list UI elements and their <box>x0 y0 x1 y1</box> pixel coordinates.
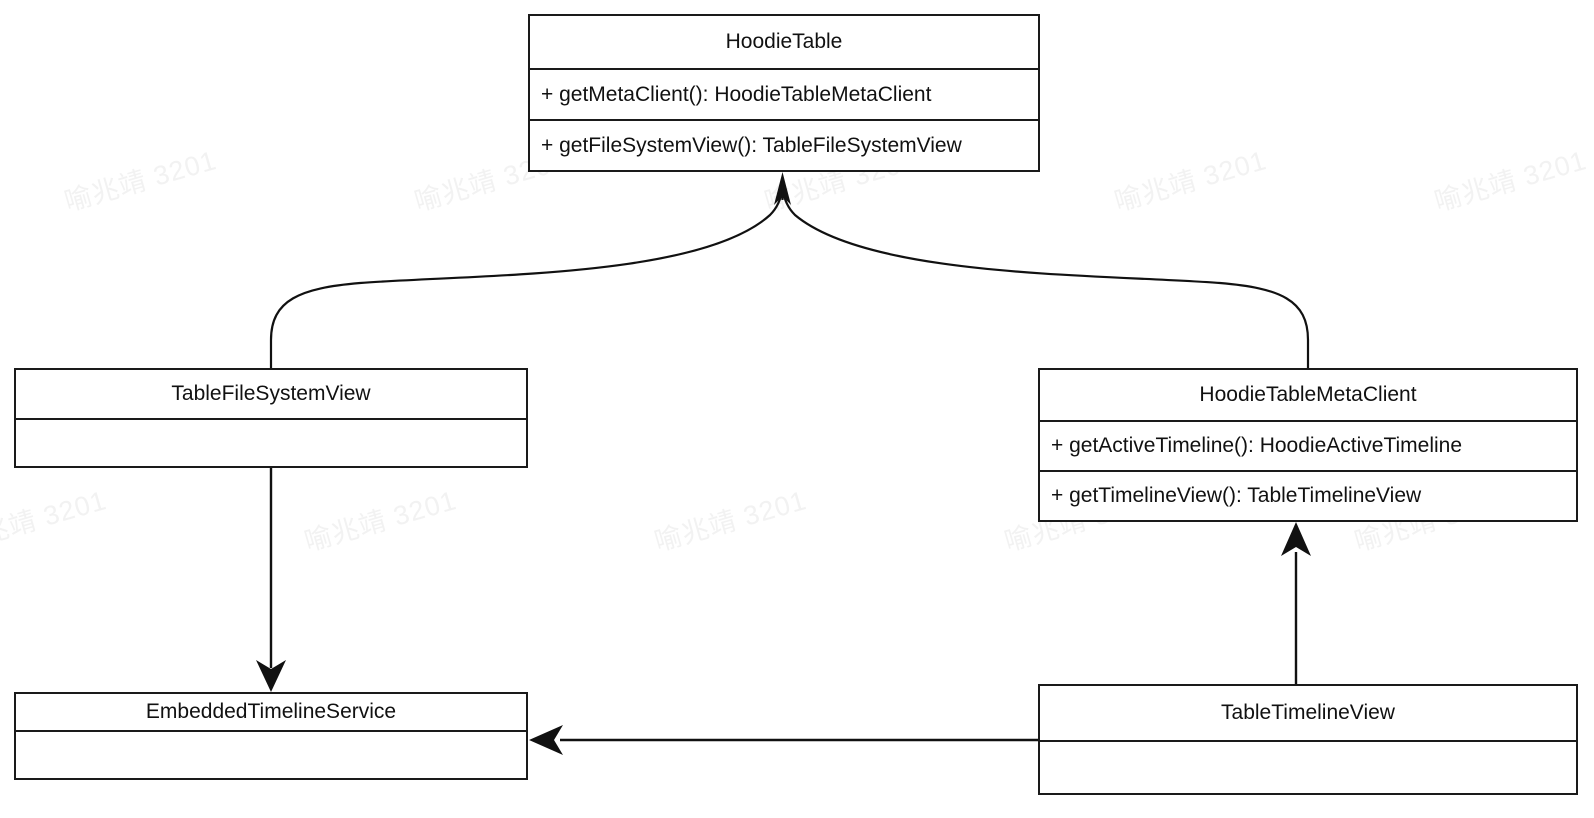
class-members-tabletimelineview <box>1040 742 1576 793</box>
watermark-text: 喻兆靖 3201 <box>651 485 810 558</box>
class-members-tablefilesystemview <box>16 420 526 466</box>
arrowhead-into-hoodietablemetaclient-bottom <box>1281 522 1311 556</box>
class-member: + getTimelineView(): TableTimelineView <box>1040 470 1576 520</box>
class-name-embeddedtimelineservice: EmbeddedTimelineService <box>16 694 526 732</box>
class-member: + getActiveTimeline(): HoodieActiveTimel… <box>1051 434 1463 457</box>
edge-hoodietablemetaclient-to-hoodietable <box>781 189 1310 368</box>
arrowhead-into-embeddedtimelineservice-right <box>529 725 563 755</box>
class-box-tabletimelineview[interactable]: TableTimelineView <box>1038 684 1578 795</box>
watermark-text: 喻兆靖 3201 <box>1429 808 1590 818</box>
class-members-embeddedtimelineservice <box>16 732 526 778</box>
arrowhead-into-embeddedtimelineservice-top <box>256 660 286 692</box>
class-member: + getFileSystemView(): TableFileSystemVi… <box>530 119 1038 170</box>
watermark-text: 喻兆靖 3201 <box>409 808 570 818</box>
class-name-tabletimelineview: TableTimelineView <box>1040 686 1576 742</box>
watermark-text: 喻兆靖 3201 <box>1109 808 1270 818</box>
class-name-hoodietablemetaclient: HoodieTableMetaClient <box>1040 370 1576 422</box>
class-box-hoodietable[interactable]: HoodieTable + getMetaClient(): HoodieTab… <box>528 14 1040 172</box>
class-members-hoodietable: + getMetaClient(): HoodieTableMetaClient… <box>530 70 1038 170</box>
class-name-tablefilesystemview: TableFileSystemView <box>16 370 526 420</box>
watermark-text: 喻兆靖 3201 <box>1431 145 1590 218</box>
class-box-tablefilesystemview[interactable]: TableFileSystemView <box>14 368 528 468</box>
class-name-hoodietable: HoodieTable <box>530 16 1038 70</box>
class-member: + getMetaClient(): HoodieTableMetaClient <box>541 82 932 106</box>
watermark-text: 喻兆靖 3201 <box>0 485 110 558</box>
watermark-text: 喻兆靖 3201 <box>759 808 920 818</box>
class-box-embeddedtimelineservice[interactable]: EmbeddedTimelineService <box>14 692 528 780</box>
class-members-hoodietablemetaclient: + getActiveTimeline(): HoodieActiveTimel… <box>1040 422 1576 520</box>
class-box-hoodietablemetaclient[interactable]: HoodieTableMetaClient + getActiveTimelin… <box>1038 368 1578 522</box>
watermark-text: 喻兆靖 3201 <box>59 808 220 818</box>
edge-tablefilesystemview-to-hoodietable <box>269 189 784 368</box>
watermark-text: 喻兆靖 3201 <box>1111 145 1270 218</box>
arrowhead-into-hoodietable <box>774 172 791 205</box>
watermark-text: 喻兆靖 3201 <box>301 485 460 558</box>
watermark-text: 喻兆靖 3201 <box>61 145 220 218</box>
